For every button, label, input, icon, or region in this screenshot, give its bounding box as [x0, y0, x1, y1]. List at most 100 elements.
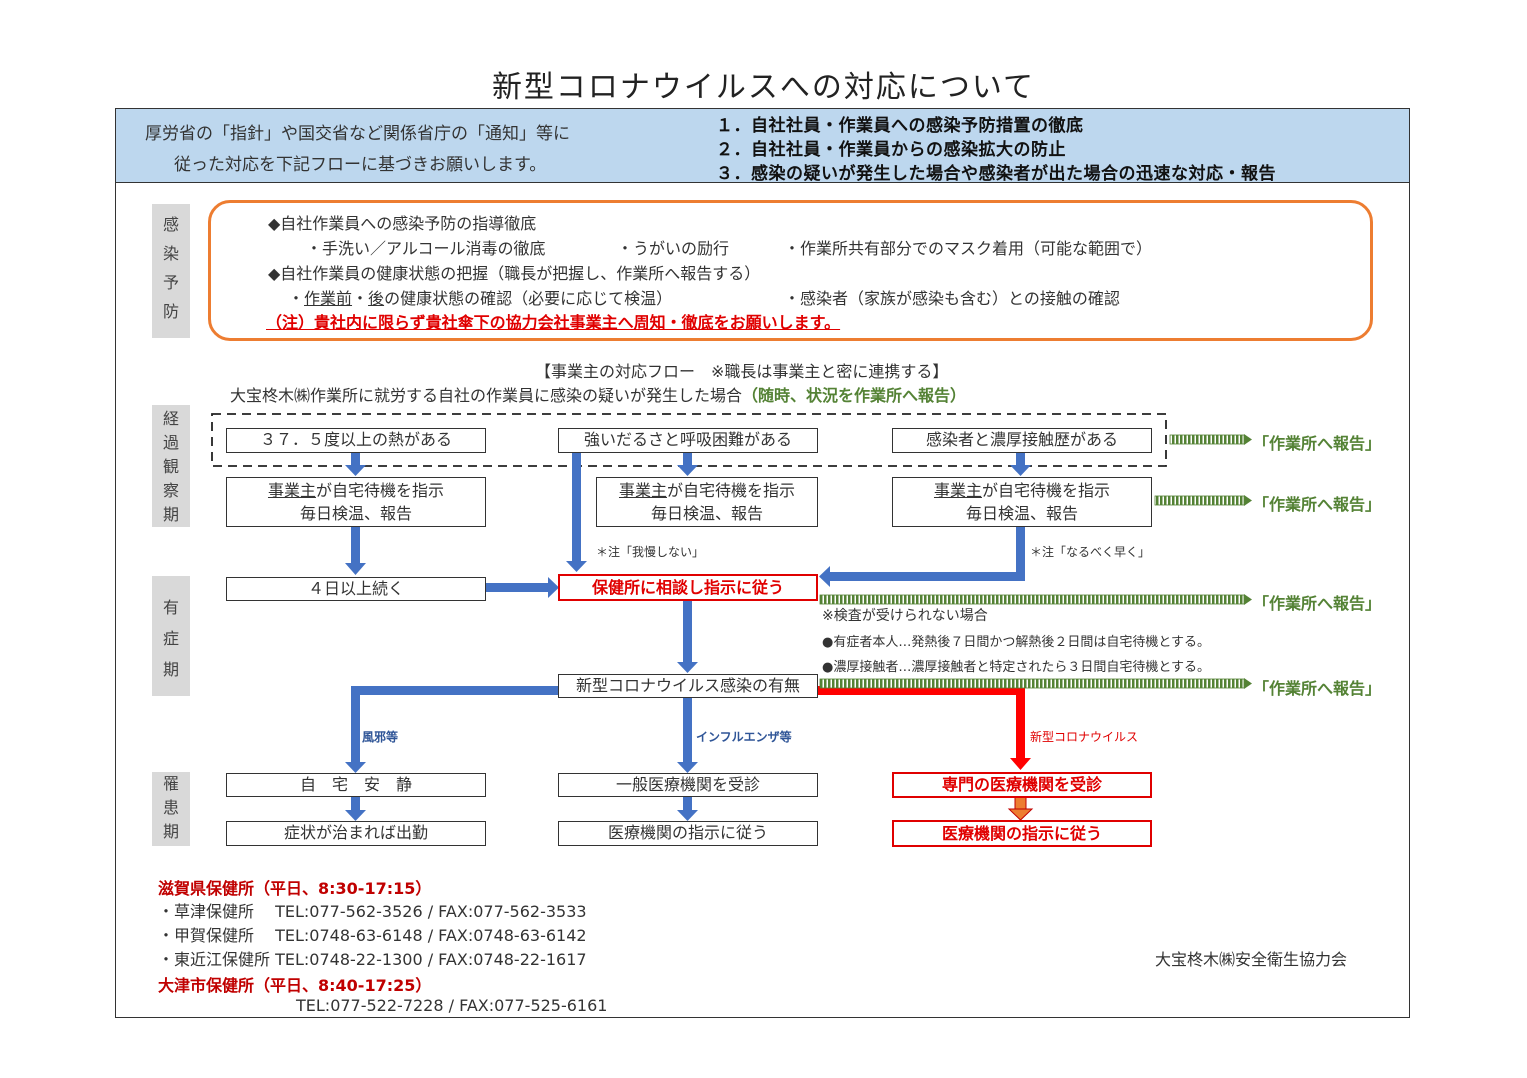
arrow-head — [1010, 465, 1031, 476]
side-label-observation: 経 過 観 察 期 — [152, 405, 190, 527]
arrow-shaft — [351, 797, 360, 810]
side-char: 症 — [162, 629, 179, 648]
side-char: 予 — [162, 273, 179, 292]
symptom-contact-box: 感染者と濃厚接触歴がある — [892, 428, 1152, 453]
underlined-text: 後 — [368, 289, 385, 308]
home-wait-box-1: 事業主が自宅待機を指示 毎日検温、報告 — [226, 477, 486, 527]
arrow-shaft — [819, 594, 1245, 605]
special-medical-box: 専門の医療機関を受診 — [892, 772, 1152, 798]
intro-line-1: 厚労省の「指針」や国交省など関係省庁の「通知」等に — [145, 124, 570, 144]
goal-2: ２．自社社員・作業員からの感染拡大の防止 — [716, 140, 1066, 160]
arrow-shaft — [351, 527, 360, 563]
note-close-contact: ●濃厚接触者…濃厚接触者と特定されたら３日間自宅待機とする。 — [822, 660, 1210, 675]
wait-text: が自宅待機を指示 — [667, 481, 796, 500]
arrow-shaft — [1154, 495, 1245, 506]
side-char: 防 — [162, 302, 179, 321]
return-work-box: 症状が治まれば出勤 — [226, 821, 486, 846]
report-label-2: 「作業所へ報告」 — [1253, 495, 1382, 514]
arrow-shaft — [1016, 686, 1025, 760]
consult-health-center-box: 保健所に相談し指示に従う — [558, 574, 818, 601]
home-wait-line: 事業主が自宅待機を指示 — [893, 479, 1151, 502]
arrow-head — [1007, 808, 1034, 821]
arrow-head — [1244, 495, 1252, 506]
arrow-head — [345, 762, 366, 773]
arrow-shaft — [1016, 527, 1025, 581]
symptom-fatigue-box: 強いだるさと呼吸困難がある — [558, 428, 818, 453]
four-days-box: ４日以上続く — [226, 577, 486, 601]
report-label-3: 「作業所へ報告」 — [1253, 594, 1382, 613]
employer-text: 事業主 — [267, 481, 316, 500]
arrow-shaft — [351, 686, 360, 762]
home-wait-line-2: 毎日検温、報告 — [650, 504, 763, 523]
prevention-contact-check: ・感染者（家族が感染も含む）との接触の確認 — [784, 289, 1120, 308]
intro-line-2: 従った対応を下記フローに基づきお願いします。 — [174, 155, 547, 175]
arrow-shaft — [1016, 453, 1025, 465]
arrow-head — [677, 762, 698, 773]
side-char: 期 — [162, 505, 179, 524]
side-label-illness: 罹 患 期 — [152, 772, 190, 846]
orange-arrow — [1007, 796, 1034, 821]
general-medical-box: 一般医療機関を受診 — [558, 773, 818, 797]
branch-covid-label: 新型コロナウイルス — [1030, 730, 1139, 744]
home-wait-line: 事業主が自宅待機を指示 — [597, 479, 817, 502]
arrow-shaft — [683, 453, 692, 465]
follow-medical-box: 医療機関の指示に従う — [558, 821, 818, 846]
side-label-symptom: 有 症 期 — [152, 576, 190, 696]
arrow-head — [1244, 594, 1252, 605]
blue-arrows — [345, 453, 1031, 821]
arrow-shaft — [1169, 434, 1245, 445]
branch-cold-label: 風邪等 — [362, 730, 399, 744]
arrow-head — [677, 465, 698, 476]
home-wait-box-3: 事業主が自宅待機を指示 毎日検温、報告 — [892, 477, 1152, 527]
arrow-head — [345, 563, 366, 575]
otsu-health-center-heading: 大津市保健所（平日、8:40-17:25） — [158, 976, 432, 995]
arrow-shaft — [486, 583, 548, 592]
follow-medical-red-box: 医療機関の指示に従う — [892, 820, 1152, 847]
employer-text: 事業主 — [618, 481, 667, 500]
arrow-shaft — [819, 678, 1245, 689]
note-asap: ＊注「なるべく早く」 — [1030, 545, 1151, 559]
koka-contact: ・甲賀保健所 TEL:0748-63-6148 / FAX:0748-63-61… — [158, 926, 587, 945]
flow-subheading: 大宝柊木㈱作業所に就労する自社の作業員に感染の疑いが発生した場合（随時、状況を作… — [230, 382, 966, 406]
goal-1: １．自社社員・作業員への感染予防措置の徹底 — [716, 116, 1084, 136]
side-char: 患 — [162, 798, 179, 817]
home-wait-line: 事業主が自宅待機を指示 — [227, 479, 485, 502]
side-char: 観 — [162, 457, 179, 476]
arrow-shaft — [683, 600, 692, 662]
higashiomi-contact: ・東近江保健所 TEL:0748-22-1300 / FAX:0748-22-1… — [158, 950, 587, 969]
arrow-head — [345, 810, 366, 821]
arrow-head — [1244, 678, 1252, 689]
page-title: 新型コロナウイルスへの対応について — [491, 70, 1036, 105]
side-char: 感 — [162, 215, 179, 234]
header-band — [116, 109, 1409, 183]
underlined-text: 作業前 — [304, 289, 353, 308]
home-rest-box: 自 宅 安 静 — [226, 773, 486, 797]
green-report-arrows — [819, 434, 1252, 689]
subheading-green: （随時、状況を作業所へ報告） — [742, 386, 967, 405]
arrow-head — [677, 810, 698, 821]
note-symptomatic: ●有症者本人…発熱後７日間かつ解熱後２日間は自宅待機とする。 — [822, 635, 1210, 650]
symptom-fever-box: ３７．５度以上の熱がある — [226, 428, 486, 453]
no-test-note: ※検査が受けられない場合 — [822, 608, 988, 624]
arrow-shaft — [351, 686, 561, 695]
arrow-head — [548, 577, 559, 598]
note-dont-endure: ＊注「我慢しない」 — [596, 545, 705, 559]
prevention-gargle: ・うがいの励行 — [617, 239, 730, 258]
arrow-shaft — [818, 686, 1025, 695]
subheading-text: 大宝柊木㈱作業所に就労する自社の作業員に感染の疑いが発生した場合 — [230, 386, 743, 405]
prevention-box — [208, 200, 1373, 341]
arrow-head — [345, 465, 366, 476]
otsu-contact: TEL:077-522-7228 / FAX:077-525-6161 — [296, 996, 608, 1015]
arrow-shaft — [683, 797, 692, 810]
side-char: 染 — [162, 244, 179, 263]
arrow-shaft — [830, 572, 1025, 581]
bullet: ・ — [288, 289, 305, 308]
separator: ・ — [352, 289, 369, 308]
arrow-head — [1244, 434, 1252, 445]
home-wait-line-2: 毎日検温、報告 — [965, 504, 1078, 523]
symptom-group-dashed — [211, 413, 1167, 467]
side-char: 罹 — [162, 774, 179, 793]
infection-check-box: 新型コロナウイルス感染の有無 — [558, 674, 818, 698]
side-char: 期 — [162, 660, 179, 679]
